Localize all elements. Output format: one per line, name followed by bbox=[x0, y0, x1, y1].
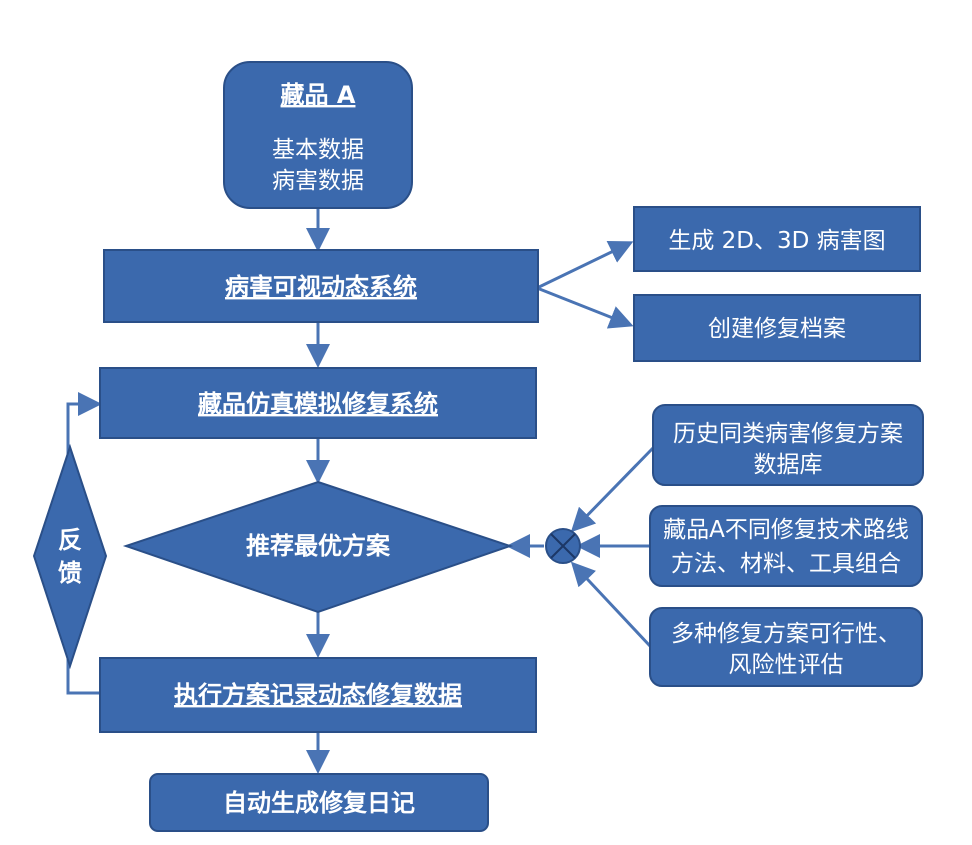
node-sim-system: 藏品仿真模拟修复系统 bbox=[99, 367, 537, 439]
visual-system-label: 病害可视动态系统 bbox=[225, 273, 417, 301]
feasibility-line1: 多种修复方案可行性、 bbox=[671, 621, 901, 647]
tech-routes-line1: 藏品A不同修复技术路线 bbox=[663, 517, 909, 543]
gen-map-label: 生成 2D、3D 病害图 bbox=[668, 228, 885, 254]
feasibility-line2: 风险性评估 bbox=[729, 652, 844, 678]
node-history-db: 历史同类病害修复方案 数据库 bbox=[652, 404, 924, 486]
node-feasibility: 多种修复方案可行性、 风险性评估 bbox=[649, 607, 923, 687]
combine-icon bbox=[545, 528, 581, 564]
arrow-visual-to-genmap bbox=[536, 241, 634, 290]
arrow-feasibility-to-combine bbox=[570, 561, 652, 648]
history-db-line1: 历史同类病害修复方案 bbox=[673, 421, 903, 447]
node-artifact: 藏品 A 基本数据 病害数据 bbox=[223, 61, 413, 209]
node-create-archive: 创建修复档案 bbox=[633, 294, 921, 362]
node-gen-map: 生成 2D、3D 病害图 bbox=[633, 206, 921, 272]
node-auto-diary: 自动生成修复日记 bbox=[149, 773, 489, 832]
auto-diary-label: 自动生成修复日记 bbox=[223, 789, 415, 817]
node-execute: 执行方案记录动态修复数据 bbox=[99, 657, 537, 733]
execute-label: 执行方案记录动态修复数据 bbox=[174, 681, 462, 709]
arrow-history-to-combine bbox=[570, 446, 655, 533]
recommend-label: 推荐最优方案 bbox=[246, 532, 391, 560]
history-db-line2: 数据库 bbox=[754, 452, 823, 478]
arrow-visual-to-archive bbox=[536, 286, 634, 329]
tech-routes-line2: 方法、材料、工具组合 bbox=[671, 551, 901, 577]
artifact-basic-data: 基本数据 bbox=[272, 137, 364, 163]
feedback-line2: 馈 bbox=[58, 559, 82, 587]
node-recommend: 推荐最优方案 bbox=[122, 480, 514, 614]
node-feedback: 反 馈 bbox=[32, 443, 108, 670]
sim-system-label: 藏品仿真模拟修复系统 bbox=[198, 390, 438, 418]
node-tech-routes: 藏品A不同修复技术路线 方法、材料、工具组合 bbox=[649, 505, 923, 587]
feedback-line1: 反 bbox=[58, 526, 82, 554]
artifact-damage-data: 病害数据 bbox=[272, 168, 364, 194]
create-archive-label: 创建修复档案 bbox=[708, 316, 846, 342]
artifact-title: 藏品 A bbox=[281, 81, 356, 109]
node-visual-system: 病害可视动态系统 bbox=[103, 249, 539, 323]
